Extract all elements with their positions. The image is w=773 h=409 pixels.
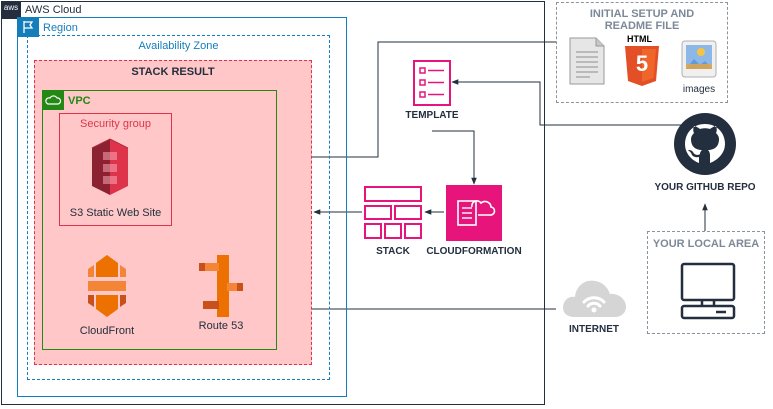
aws-badge-icon: aws [1,1,21,19]
readme-document-icon [569,37,605,85]
cloudformation-label: CLOUDFORMATION [426,246,522,257]
vpc-group [42,90,277,350]
vpc-label: VPC [68,95,91,107]
initial-setup-group [556,2,728,103]
initial-setup-title-line2: README FILE [604,20,680,32]
stack-icon [364,186,422,239]
arrow-github-to-template [451,79,705,126]
cloudfront-icon [88,255,126,317]
template-icon [413,60,451,106]
template-label: TEMPLATE [405,110,459,121]
images-label: images [682,84,716,95]
images-icon [681,40,717,78]
local-area-label: YOUR LOCAL AREA [652,238,760,250]
aws-badge-text: aws [3,3,19,12]
local-area-group [647,231,765,334]
internet-label: INTERNET [569,324,619,335]
vpc-cloud-icon [42,90,64,110]
arrow-template-to-cloudformation [432,130,477,185]
stack-result-area [34,60,312,365]
route53-label: Route 53 [198,320,244,332]
region-group [17,17,347,397]
security-group [59,113,172,226]
computer-icon [680,262,736,320]
internet-cloud-icon [563,280,626,317]
availability-zone-label: Availability Zone [138,40,219,52]
cloudfront-label: CloudFront [79,325,135,337]
stack-result-label: STACK RESULT [131,66,215,78]
route53-icon [199,255,243,317]
github-label: YOUR GITHUB REPO [654,182,756,193]
html5-digit: 5 [635,51,649,76]
aws-cloud-group [1,1,545,405]
initial-setup-title-line1: INITIAL SETUP AND [589,8,695,20]
availability-zone-group [27,35,330,380]
security-group-label: Security group [80,118,151,130]
html5-badge-text: HTML [627,34,652,44]
region-flag-icon [17,17,39,37]
s3-bucket-icon [91,138,129,195]
region-label: Region [43,22,78,34]
cloudformation-icon [446,185,502,241]
html5-icon [625,46,659,86]
github-icon [674,113,736,175]
aws-cloud-label: AWS Cloud [25,4,82,16]
stack-label: STACK [376,246,410,257]
s3-label: S3 Static Web Site [69,207,162,219]
